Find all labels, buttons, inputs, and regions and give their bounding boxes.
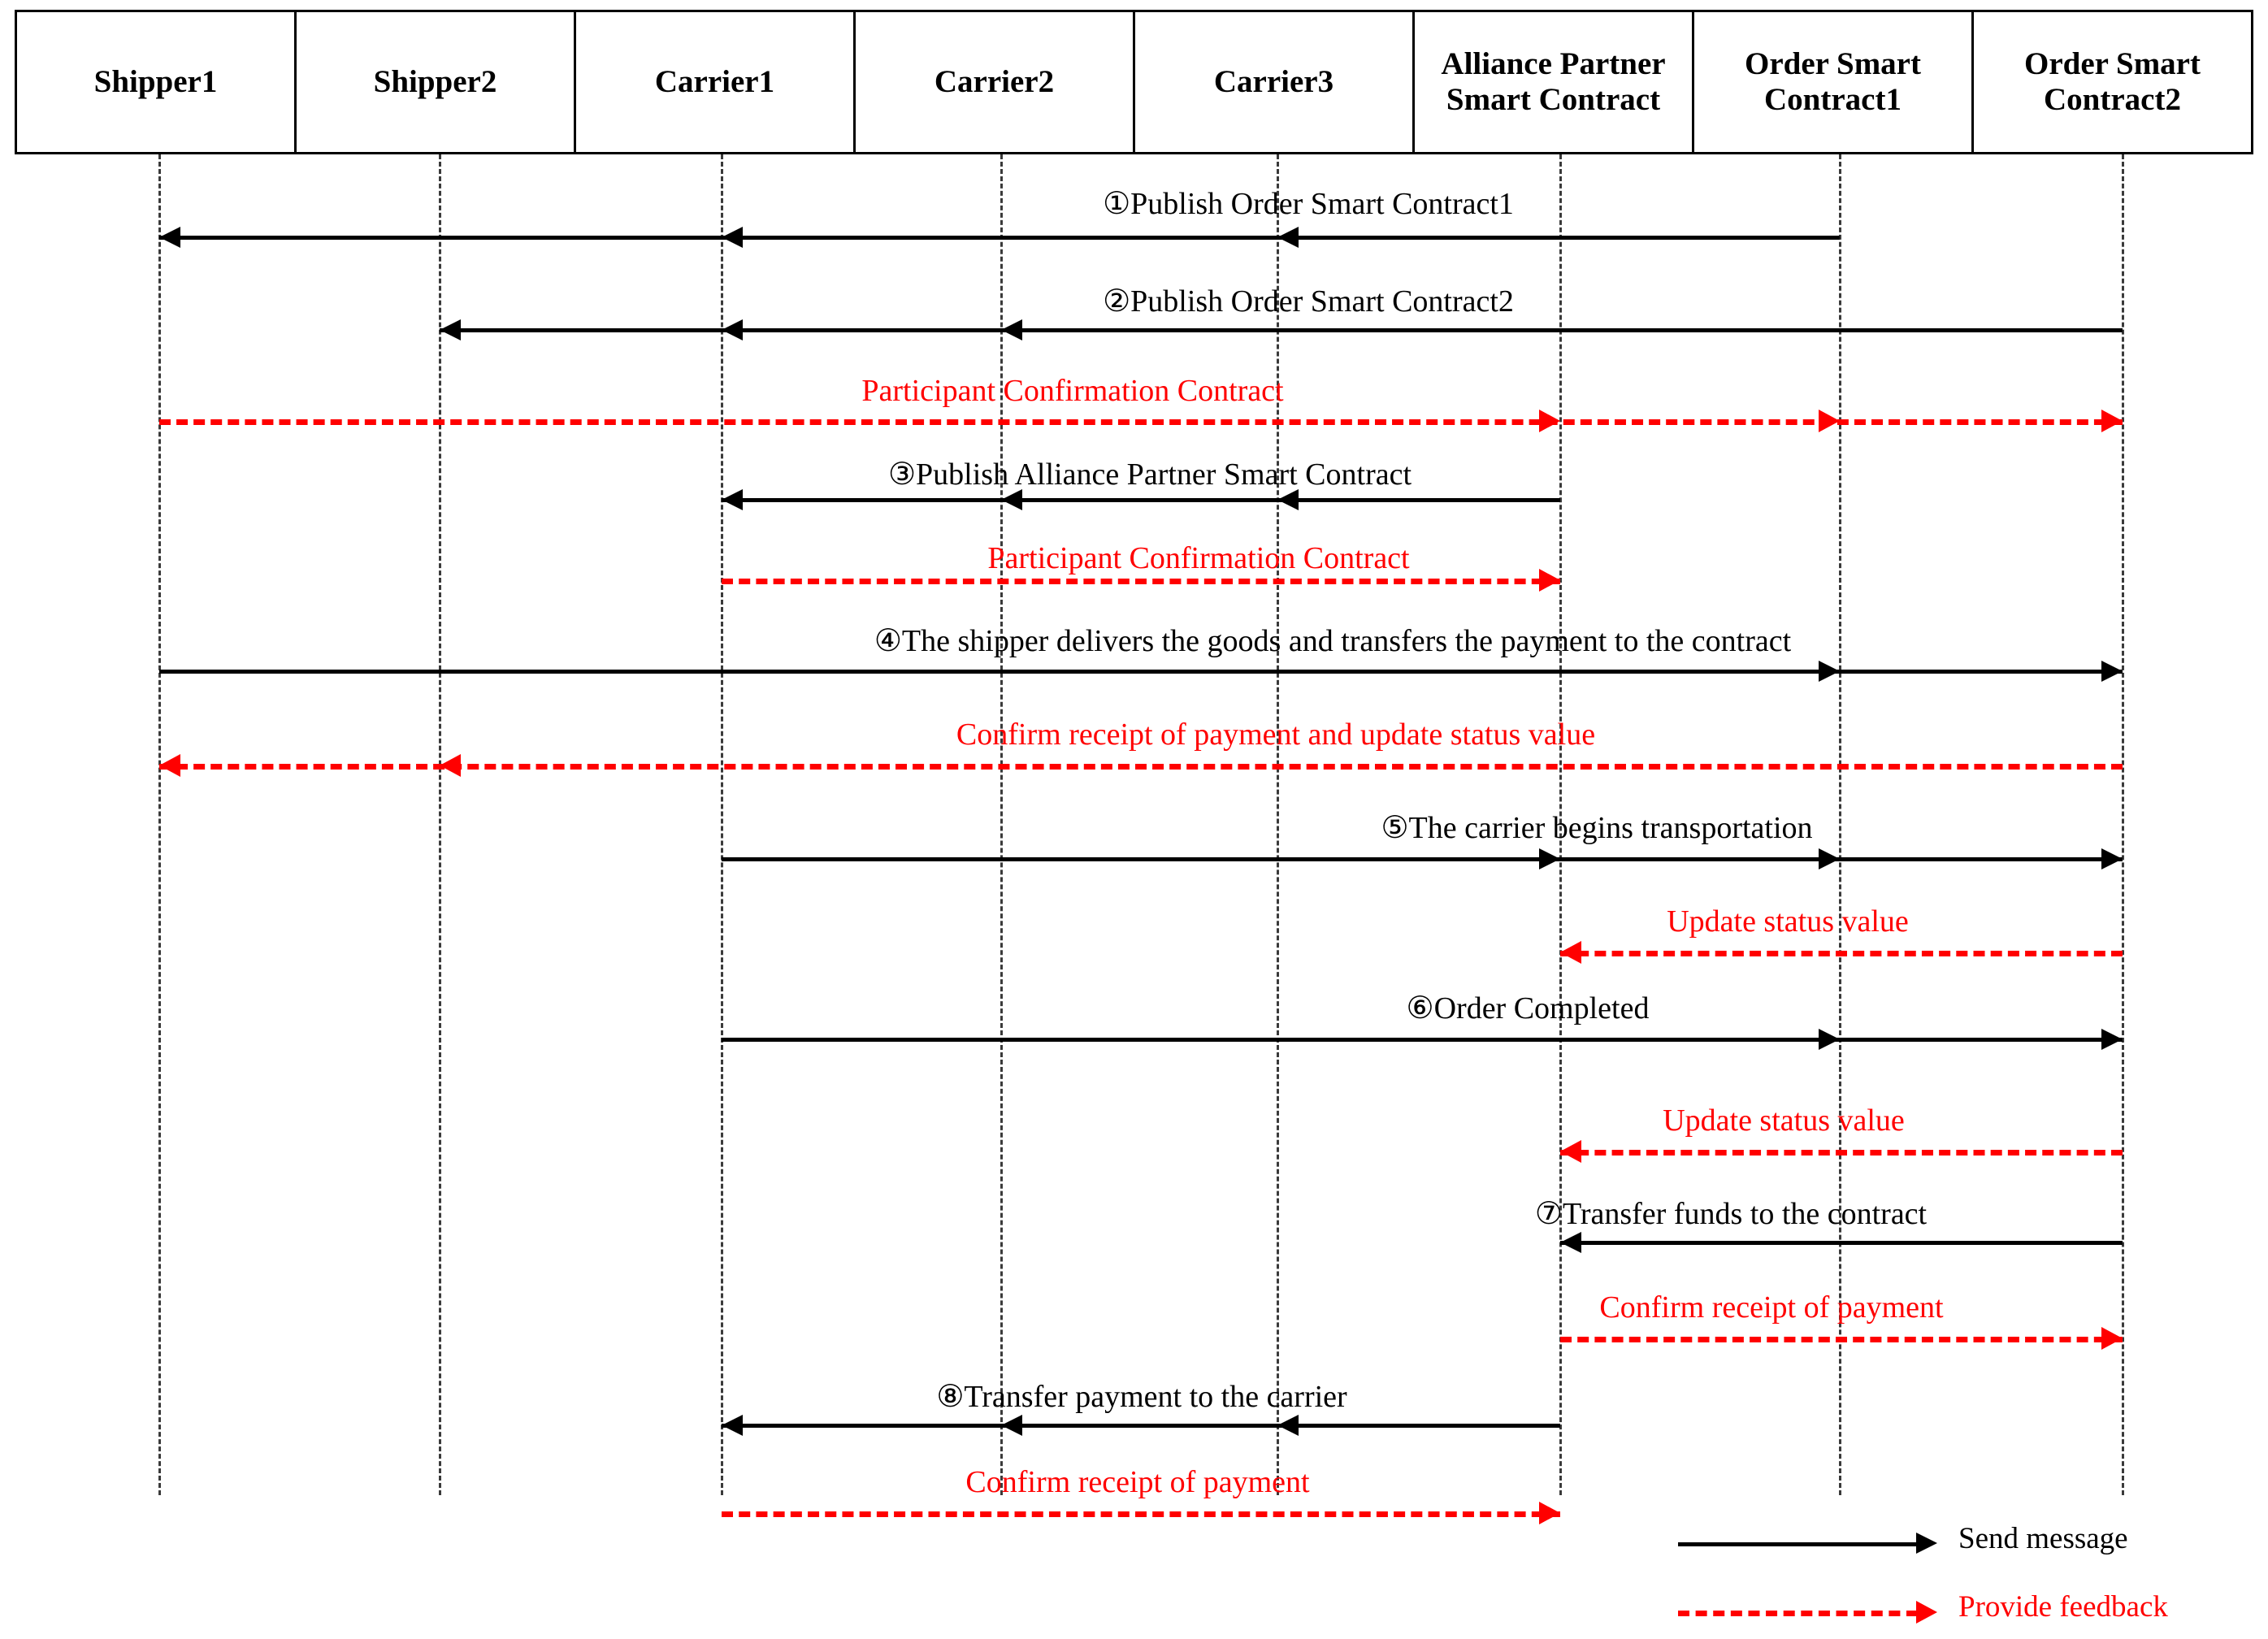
message-arrowhead-1-carrier1 bbox=[722, 227, 743, 248]
message-arrowhead-7-shipper1 bbox=[159, 754, 180, 777]
message-arrowhead-8-osc2 bbox=[2101, 848, 2123, 869]
participant-box-carrier1[interactable]: Carrier1 bbox=[576, 12, 856, 152]
message-arrowhead-2-shipper2 bbox=[440, 319, 461, 340]
message-line-12 bbox=[1560, 1241, 2123, 1245]
legend-row-send-message: Send message bbox=[1678, 1521, 2247, 1567]
participant-box-osc2[interactable]: Order Smart Contract2 bbox=[1974, 12, 2251, 152]
legend-send-message-label: Send message bbox=[1958, 1522, 2128, 1555]
message-line-10 bbox=[722, 1038, 2123, 1042]
participant-box-osc1[interactable]: Order Smart Contract1 bbox=[1694, 12, 1974, 152]
message-arrowhead-6-osc1 bbox=[1819, 661, 1840, 682]
message-arrowhead-8-alliance bbox=[1539, 848, 1560, 869]
message-arrowhead-2-carrier2 bbox=[1001, 319, 1022, 340]
message-line-15 bbox=[722, 1511, 1560, 1517]
lifeline-shipper2 bbox=[439, 154, 441, 1495]
lifeline-osc1 bbox=[1839, 154, 1841, 1495]
message-label-5: Participant Confirmation Contract bbox=[987, 541, 1410, 575]
message-label-13: Confirm receipt of payment bbox=[1599, 1290, 1944, 1325]
legend-send-message-arrow-icon bbox=[1916, 1533, 1937, 1554]
message-line-5 bbox=[722, 579, 1560, 584]
message-arrowhead-9-alliance bbox=[1560, 941, 1581, 964]
message-label-12: ⑦Transfer funds to the contract bbox=[1534, 1197, 1928, 1231]
lifeline-carrier1 bbox=[721, 154, 723, 1495]
message-arrowhead-12-alliance bbox=[1560, 1232, 1581, 1253]
message-label-4: ③Publish Alliance Partner Smart Contract bbox=[887, 457, 1412, 492]
participant-box-carrier2[interactable]: Carrier2 bbox=[856, 12, 1135, 152]
participant-label-alliance: Alliance Partner Smart Contract bbox=[1441, 46, 1666, 117]
message-arrowhead-13-osc2 bbox=[2101, 1327, 2123, 1350]
message-label-2: ②Publish Order Smart Contract2 bbox=[1103, 284, 1514, 319]
participant-box-shipper2[interactable]: Shipper2 bbox=[297, 12, 576, 152]
message-arrowhead-4-carrier2 bbox=[1001, 489, 1022, 510]
message-line-4 bbox=[722, 498, 1560, 502]
participant-label-shipper1: Shipper1 bbox=[93, 64, 218, 100]
lifeline-carrier2 bbox=[1000, 154, 1003, 1495]
message-arrowhead-1-shipper1 bbox=[159, 227, 180, 248]
message-arrowhead-15-alliance bbox=[1539, 1502, 1560, 1524]
message-line-1 bbox=[159, 236, 1840, 240]
message-arrowhead-4-carrier3 bbox=[1277, 489, 1299, 510]
participant-header-row: Shipper1 Shipper2 Carrier1 Carrier2 Carrier3… bbox=[15, 10, 2253, 154]
message-arrowhead-10-osc2 bbox=[2101, 1029, 2123, 1050]
message-line-11 bbox=[1560, 1150, 2123, 1156]
message-line-2 bbox=[440, 328, 2123, 332]
lifeline-carrier3 bbox=[1277, 154, 1279, 1495]
message-line-8 bbox=[722, 857, 2123, 861]
message-label-15: Confirm receipt of payment bbox=[965, 1465, 1310, 1499]
legend-provide-feedback-label: Provide feedback bbox=[1958, 1590, 2168, 1624]
message-line-14 bbox=[722, 1424, 1560, 1428]
lifeline-shipper1 bbox=[158, 154, 161, 1495]
message-arrowhead-3-alliance bbox=[1539, 410, 1560, 432]
message-line-13 bbox=[1560, 1337, 2123, 1342]
legend-provide-feedback-line bbox=[1678, 1611, 1918, 1616]
participant-label-osc1: Order Smart Contract1 bbox=[1745, 46, 1921, 117]
message-arrowhead-14-carrier2 bbox=[1001, 1415, 1022, 1436]
message-label-11: Update status value bbox=[1663, 1104, 1905, 1138]
message-arrowhead-5-alliance bbox=[1539, 569, 1560, 592]
message-label-1: ①Publish Order Smart Contract1 bbox=[1103, 187, 1514, 221]
participant-label-shipper2: Shipper2 bbox=[373, 64, 497, 100]
message-label-6: ④The shipper delivers the goods and tran… bbox=[874, 624, 1792, 658]
message-line-9 bbox=[1560, 951, 2123, 956]
legend-provide-feedback-arrow-icon bbox=[1916, 1601, 1937, 1624]
message-arrowhead-3-osc2 bbox=[2101, 410, 2123, 432]
participant-label-carrier1: Carrier1 bbox=[654, 64, 775, 100]
message-arrowhead-8-osc1 bbox=[1819, 848, 1840, 869]
message-label-3: Participant Confirmation Contract bbox=[861, 374, 1284, 408]
message-label-8: ⑤The carrier begins transportation bbox=[1381, 811, 1813, 845]
message-arrowhead-14-carrier3 bbox=[1277, 1415, 1299, 1436]
legend-send-message-line bbox=[1678, 1542, 1918, 1546]
legend-row-provide-feedback: Provide feedback bbox=[1678, 1589, 2247, 1635]
message-arrowhead-10-osc1 bbox=[1819, 1029, 1840, 1050]
participant-box-alliance[interactable]: Alliance Partner Smart Contract bbox=[1415, 12, 1694, 152]
message-line-3 bbox=[159, 419, 2123, 425]
message-arrowhead-4-carrier1 bbox=[722, 489, 743, 510]
message-arrowhead-14-carrier1 bbox=[722, 1415, 743, 1436]
participant-label-osc2: Order Smart Contract2 bbox=[2024, 46, 2201, 117]
message-line-6 bbox=[159, 670, 2123, 674]
message-label-14: ⑧Transfer payment to the carrier bbox=[936, 1380, 1347, 1414]
message-arrowhead-11-alliance bbox=[1560, 1140, 1581, 1163]
participant-label-carrier3: Carrier3 bbox=[1213, 64, 1334, 100]
message-arrowhead-1-carrier3 bbox=[1277, 227, 1299, 248]
participant-label-carrier2: Carrier2 bbox=[934, 64, 1055, 100]
message-line-7 bbox=[159, 764, 2123, 770]
lifeline-osc2 bbox=[2122, 154, 2124, 1495]
message-label-7: Confirm receipt of payment and update st… bbox=[956, 718, 1596, 752]
message-arrowhead-3-osc1 bbox=[1819, 410, 1840, 432]
legend: Send message Provide feedback bbox=[1678, 1521, 2247, 1635]
participant-box-shipper1[interactable]: Shipper1 bbox=[17, 12, 297, 152]
message-arrowhead-7-shipper2 bbox=[440, 754, 461, 777]
message-label-10: ⑥Order Completed bbox=[1406, 991, 1650, 1025]
message-arrowhead-6-osc2 bbox=[2101, 661, 2123, 682]
message-label-9: Update status value bbox=[1667, 904, 1909, 939]
participant-box-carrier3[interactable]: Carrier3 bbox=[1135, 12, 1415, 152]
lifeline-alliance bbox=[1559, 154, 1562, 1495]
message-arrowhead-2-carrier1 bbox=[722, 319, 743, 340]
